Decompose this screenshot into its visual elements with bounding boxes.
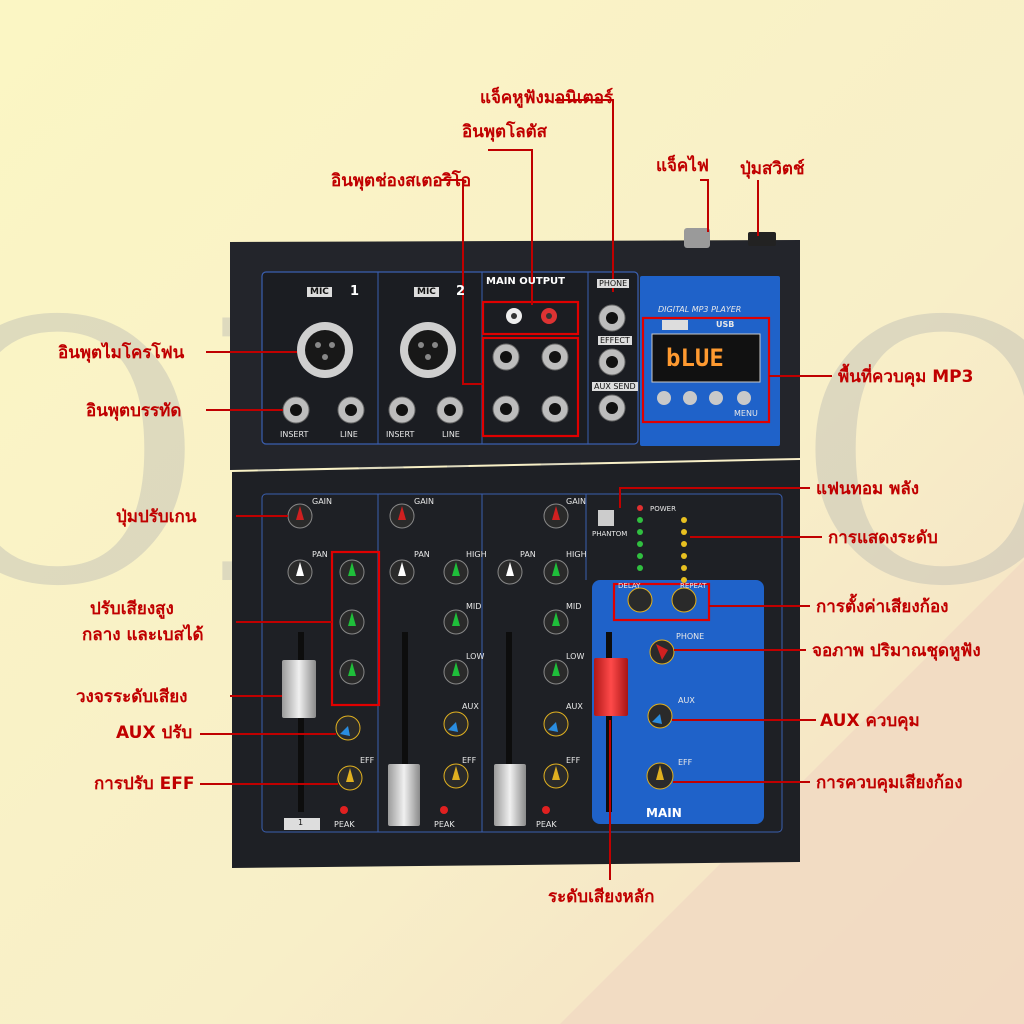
label-phantom-power: แฟนทอม พลัง [816,479,920,499]
insert-label-2: INSERT [386,430,415,439]
label-echo-settings: การตั้งค่าเสียงก้อง [816,597,949,617]
label-phone-volume: จอภาพ ปริมาณชุดหูฟัง [812,641,981,661]
line-label-1: LINE [340,430,358,439]
gain-label-3: GAIN [566,497,587,506]
label-lotus-input: อินพุตโลตัส [462,122,548,142]
mid-label-2: MID [466,602,482,611]
pan-label-1: PAN [312,550,328,559]
aux-send-label: AUX SEND [592,382,638,391]
label-echo-control: การควบคุมเสียงก้อง [816,773,963,793]
gain-label-2: GAIN [414,497,435,506]
mic1-number: 1 [350,284,360,299]
channel-knobs [287,503,697,791]
label-channel-fader: วงจรระดับเสียง [76,687,188,707]
label-aux-adjust: AUX ปรับ [116,723,193,743]
xlr-jack-1 [297,322,353,378]
mid-label-3: MID [566,602,582,611]
master-panel [592,580,764,824]
menu-label: MENU [734,409,758,418]
label-main-level: ระดับเสียงหลัก [548,887,655,907]
eff-label-3: EFF [566,756,581,765]
label-monitor-jack: แจ็คหูฟังมอนิเตอร์ [480,88,614,108]
gain-label-1: GAIN [312,497,333,506]
low-label-2: LOW [466,652,485,661]
peak-label-3: PEAK [536,820,557,829]
aux-label-3: AUX [566,702,583,711]
phantom-label: PHANTOM [592,530,628,538]
channel-number: 1 [298,818,304,827]
label-line-input: อินพุตบรรทัด [86,401,182,421]
high-label-2: HIGH [466,550,487,559]
aux-label-2: AUX [462,702,479,711]
label-eq-line2: กลาง และเบสได้ [82,625,204,645]
fader-cap-2 [388,764,420,826]
peak-label-2: PEAK [434,820,455,829]
label-aux-control: AUX ควบคุม [820,711,920,731]
label-eq-line1: ปรับเสียงสูง [90,599,174,619]
insert-label-1: INSERT [280,430,309,439]
label-switch-button: ปุ่มสวิตช์ [740,159,805,179]
eff-master-label: EFF [678,758,693,767]
label-mic-input: อินพุตไมโครโฟน [58,343,185,363]
delay-label: DELAY [618,582,641,590]
aux-master-label: AUX [678,696,695,705]
xlr-jack-2 [400,322,456,378]
power-label: POWER [650,505,676,513]
label-stereo-input: อินพุตช่องสเตอริโอ [331,171,472,191]
label-level-display: การแสดงระดับ [828,528,938,548]
usb-label: USB [716,320,735,329]
highlight-boxes [330,300,771,707]
label-mp3-area: พื้นที่ควบคุม MP3 [838,367,974,387]
high-label-3: HIGH [566,550,587,559]
mp3-display: bLUE [666,344,724,372]
effect-label: EFFECT [598,336,632,345]
fader-cap-main [594,658,628,716]
repeat-label: REPEAT [680,582,707,590]
label-eff-adjust: การปรับ EFF [94,774,195,794]
line-label-2: LINE [442,430,460,439]
eff-label-1: EFF [360,756,375,765]
low-label-3: LOW [566,652,585,661]
pan-label-2: PAN [414,550,430,559]
peak-label-1: PEAK [334,820,355,829]
main-output-title: MAIN OUTPUT [486,276,565,287]
fader-cap-3 [494,764,526,826]
leader-lines [200,99,832,880]
mic2-badge: MIC [414,287,439,297]
phone-label: PHONE [597,279,630,288]
mic2-number: 2 [456,284,466,299]
label-gain-knob: ปุ่มปรับเกน [116,507,197,527]
fader-cap-1 [282,660,316,718]
pan-label-3: PAN [520,550,536,559]
eff-label-2: EFF [462,756,477,765]
label-power-jack: แจ็คไฟ [656,156,709,176]
main-label: MAIN [646,806,682,820]
mp3-title: DIGITAL MP3 PLAYER [658,305,742,314]
phone-knob-label: PHONE [676,632,705,641]
mic1-badge: MIC [307,287,332,297]
